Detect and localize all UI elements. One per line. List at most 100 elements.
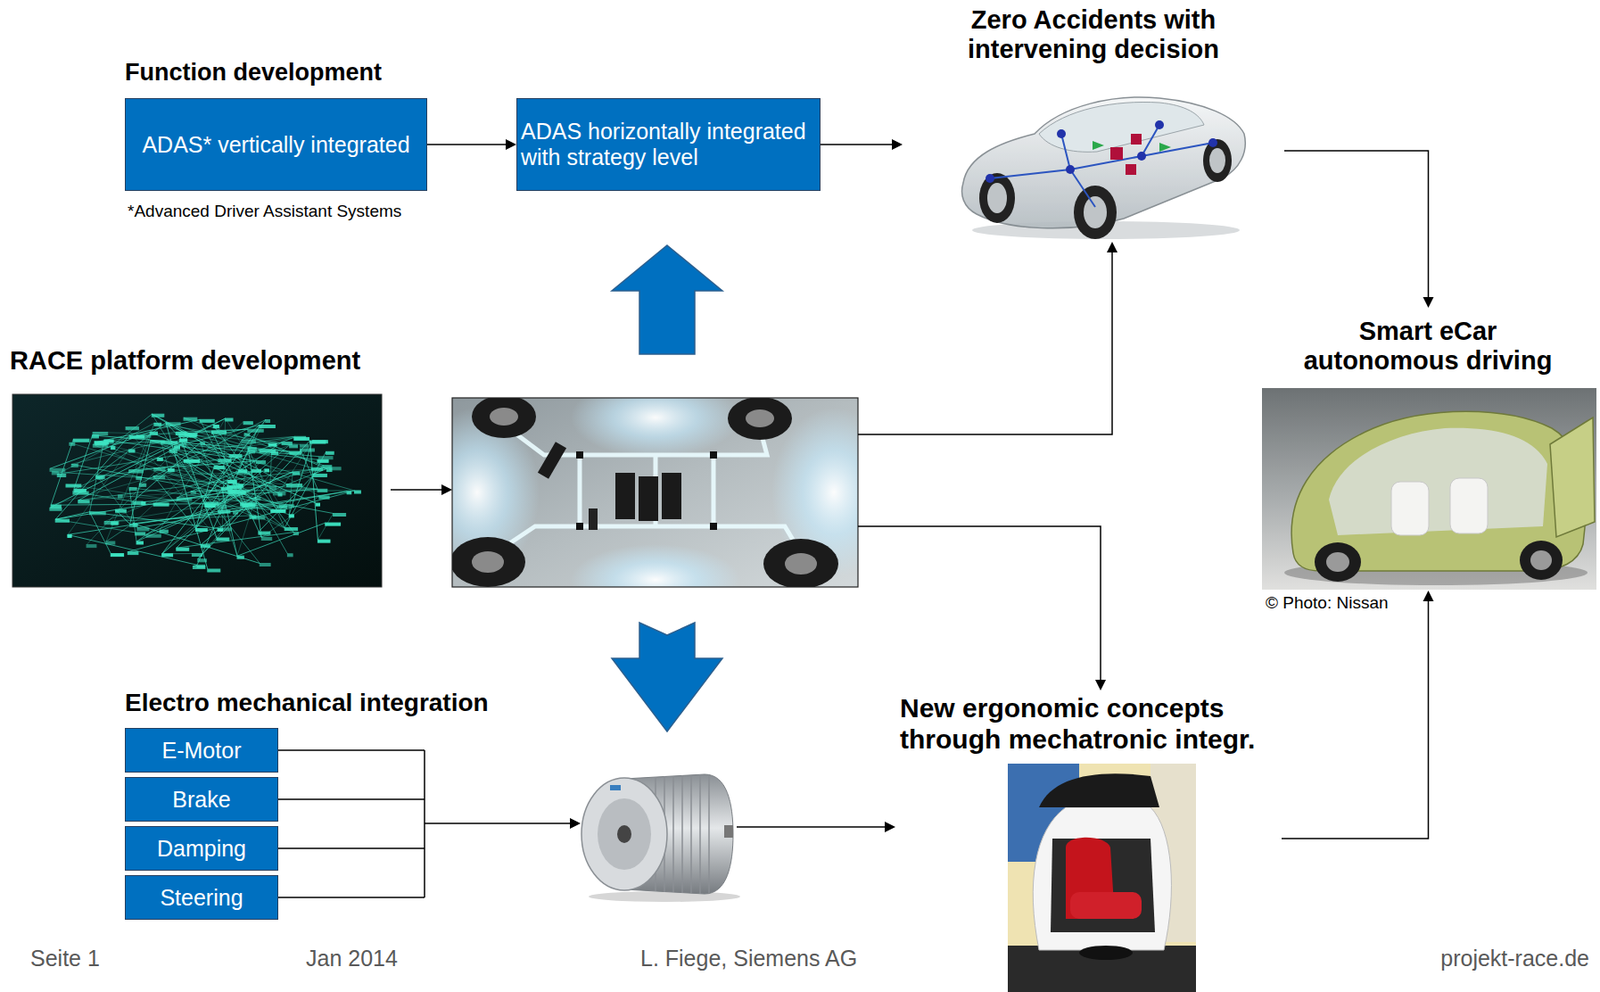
race-network-image <box>317 488 328 492</box>
layout-connectors <box>278 749 425 751</box>
transparent-car-image <box>1065 164 1075 174</box>
race-network-image <box>125 427 139 430</box>
node-heading: Zero Accidents with intervening decision <box>941 5 1246 66</box>
box-text: E-Motor <box>162 737 242 764</box>
race-network-image <box>284 451 326 528</box>
wheel-hub-motor <box>617 824 632 843</box>
transparent-car-image <box>989 124 1213 207</box>
race-network-image <box>49 468 66 471</box>
group-heading: Electro mechanical integration <box>124 688 489 718</box>
race-network-image <box>12 394 382 587</box>
process-box: ADAS* vertically integrated <box>124 98 428 191</box>
race-network-image <box>179 434 217 539</box>
platform-image <box>471 551 504 573</box>
race-network-image <box>233 511 239 514</box>
race-network-image <box>313 473 328 477</box>
race-network-image <box>191 553 202 557</box>
arrowhead <box>505 139 517 150</box>
race-network-image <box>92 432 108 436</box>
race-network-image <box>268 443 277 446</box>
box-text: Damping <box>156 835 247 862</box>
arrowheads <box>569 817 581 829</box>
layout-connectors <box>424 822 571 825</box>
race-network-image <box>86 544 97 548</box>
component-box: Steering <box>124 874 279 920</box>
ecar-photo <box>1550 417 1595 537</box>
layout-connectors <box>857 251 1113 435</box>
race-network-image <box>213 425 219 429</box>
flow-arrow <box>820 139 903 150</box>
race-network-image <box>325 522 341 526</box>
layout-connectors <box>390 488 444 491</box>
race-network-image <box>179 434 285 528</box>
wheel-hub-motor <box>581 774 741 902</box>
race-network-image <box>318 456 333 460</box>
ecar-photo <box>1328 428 1548 536</box>
race-network-image <box>73 438 90 442</box>
layout-connectors <box>278 798 425 800</box>
race-network-image <box>248 450 285 528</box>
platform-image <box>570 397 741 458</box>
wheel-hub-motor <box>597 798 652 870</box>
platform-image <box>452 536 526 587</box>
platform-image <box>537 441 567 479</box>
race-network-image <box>192 566 206 570</box>
transparent-car-image <box>1137 151 1147 161</box>
race-network-image <box>136 434 151 438</box>
image-node: Smart eCar autonomous driving <box>1260 307 1597 591</box>
race-network-image <box>295 436 306 439</box>
platform-image <box>471 397 537 438</box>
race-network-image <box>135 532 146 536</box>
race-network-image <box>346 491 352 495</box>
race-network-image <box>78 500 90 504</box>
flow-arrow <box>1284 150 1435 308</box>
transparent-car-image <box>962 97 1246 229</box>
race-network-image <box>12 394 382 587</box>
race-network-image <box>222 527 231 531</box>
race-network-image <box>237 497 256 557</box>
race-network-image <box>280 504 295 508</box>
race-network-image <box>49 431 150 469</box>
layout-connectors <box>278 847 425 850</box>
ecar-photo <box>1326 552 1350 572</box>
node-heading: Smart eCar autonomous driving <box>1285 316 1571 377</box>
race-network-image <box>50 503 206 506</box>
race-network-image <box>106 523 133 542</box>
race-network-image <box>207 569 221 572</box>
flow-arrow <box>1281 590 1435 839</box>
arrowheads <box>441 484 453 495</box>
transparent-car-image <box>1203 139 1232 182</box>
ecar-photo <box>1530 550 1552 570</box>
race-network-image <box>162 552 193 554</box>
race-network-image <box>95 422 166 477</box>
image-node: Zero Accidents with intervening decision <box>902 3 1285 241</box>
race-network-image <box>49 413 362 572</box>
wheel-hub-motor <box>610 784 621 791</box>
flow-arrow <box>427 139 517 150</box>
race-network-image <box>139 420 265 485</box>
image-frame <box>452 397 858 587</box>
race-network-image <box>238 470 247 473</box>
ergonomic-pod-photo <box>1079 945 1133 960</box>
node-heading: New ergonomic concepts through mechatron… <box>899 692 1275 755</box>
ecar-photo <box>1450 478 1488 534</box>
race-network-image <box>270 452 273 487</box>
group-heading: Function development <box>124 58 382 87</box>
race-network-image <box>261 537 272 541</box>
image-node: RACE platform development <box>9 346 385 589</box>
race-network-image <box>354 490 362 494</box>
race-network-image <box>141 502 146 505</box>
race-network-image <box>293 532 298 536</box>
race-network-image <box>176 547 190 551</box>
platform-image <box>576 522 584 530</box>
race-network-image <box>151 413 287 484</box>
platform-image <box>576 451 584 459</box>
race-network-image <box>300 444 309 447</box>
transparent-car-image <box>1208 138 1218 148</box>
platform-image <box>709 522 718 530</box>
layout-connectors <box>278 896 425 899</box>
platform-image <box>489 407 519 426</box>
race-network-image <box>95 475 105 479</box>
race-network-image <box>270 486 277 489</box>
race-network-image <box>284 527 297 531</box>
